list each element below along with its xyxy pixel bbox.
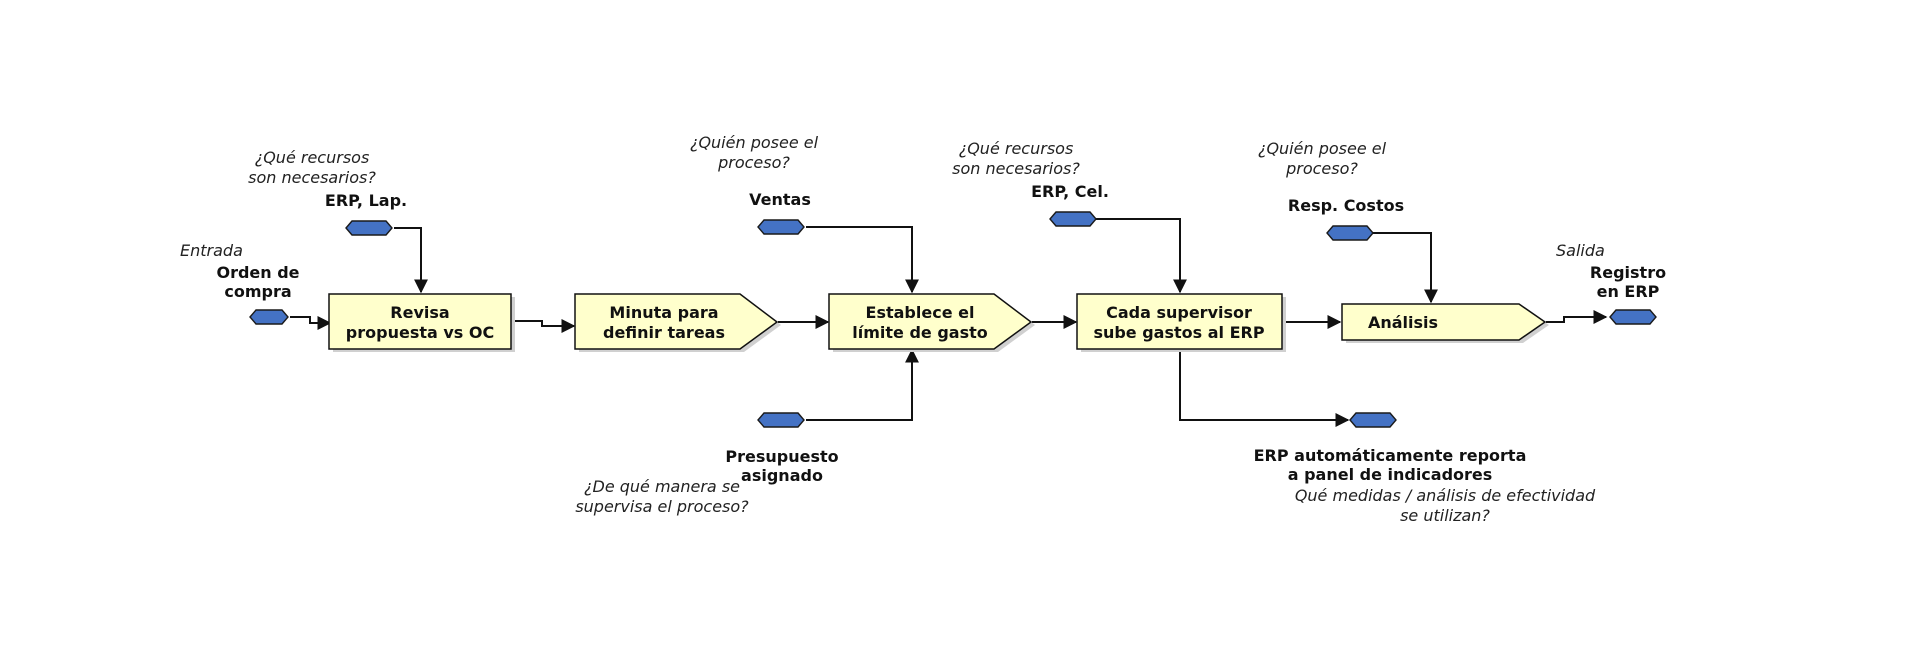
input-hex-icon bbox=[249, 309, 289, 325]
output-label-line-1: Registro bbox=[1590, 263, 1666, 282]
process-box-minuta: Minuta para definir tareas bbox=[574, 293, 781, 352]
connector-analisis-to-output bbox=[1546, 310, 1608, 324]
process-supervisor-line-2: sube gastos al ERP bbox=[1093, 323, 1264, 342]
connector-presupuesto-to-establece bbox=[806, 348, 919, 421]
supervision-label-line-1: Presupuesto bbox=[725, 447, 838, 466]
metrics-question-line-2: se utilizan? bbox=[1400, 506, 1490, 525]
supervision-hex-icon bbox=[757, 412, 805, 428]
resource-erp-cel-hex-icon bbox=[1049, 211, 1097, 227]
process-minuta-line-2: definir tareas bbox=[603, 323, 725, 342]
process-box-establece: Establece el límite de gasto bbox=[828, 293, 1035, 352]
resource-3-label: ERP, Cel. bbox=[1031, 182, 1109, 201]
supervision-question-line-2: supervisa el proceso? bbox=[575, 497, 749, 516]
metrics-label-line-2: a panel de indicadores bbox=[1288, 465, 1493, 484]
output-hex-icon bbox=[1609, 309, 1657, 325]
supervision-group: Presupuesto asignado ¿De qué manera se s… bbox=[575, 447, 838, 516]
connector-input-to-revisa bbox=[290, 316, 332, 330]
resource-2-question-line-1: ¿Quién posee el bbox=[690, 133, 819, 152]
resource-4-label: Resp. Costos bbox=[1288, 196, 1404, 215]
metrics-question-line-1: Qué medidas / análisis de efectividad bbox=[1295, 486, 1596, 505]
resource-ventas: ¿Quién posee el proceso? Ventas bbox=[690, 133, 819, 209]
process-box-revisa: Revisa propuesta vs OC bbox=[328, 293, 515, 352]
input-labels: Entrada Orden de compra bbox=[180, 241, 300, 301]
process-box-analisis: Análisis bbox=[1341, 303, 1549, 343]
resource-3-question-line-1: ¿Qué recursos bbox=[959, 139, 1074, 158]
resource-4-question-line-2: proceso? bbox=[1285, 159, 1358, 178]
resource-erp-cel: ¿Qué recursos son necesarios? ERP, Cel. bbox=[952, 139, 1109, 201]
metrics-group: ERP automáticamente reporta a panel de i… bbox=[1254, 446, 1596, 525]
output-caption: Salida bbox=[1556, 241, 1605, 260]
connector-supervisor-to-metrics bbox=[1179, 350, 1350, 427]
resource-1-question-line-2: son necesarios? bbox=[248, 168, 376, 187]
resource-erp-lap: ¿Qué recursos son necesarios? ERP, Lap. bbox=[248, 148, 407, 210]
process-boxes: Revisa propuesta vs OC Minuta para defin… bbox=[328, 293, 1549, 352]
connector-erp-cel-to-supervisor bbox=[1064, 218, 1187, 294]
resource-1-label: ERP, Lap. bbox=[325, 191, 407, 210]
process-revisa-line-2: propuesta vs OC bbox=[346, 323, 494, 342]
process-establece-line-2: límite de gasto bbox=[852, 323, 987, 342]
input-label-line-1: Orden de bbox=[216, 263, 299, 282]
resource-3-question-line-2: son necesarios? bbox=[952, 159, 1080, 178]
resource-4-question-line-1: ¿Quién posee el bbox=[1258, 139, 1387, 158]
connector-erp-lap-to-revisa bbox=[394, 227, 428, 294]
resource-resp-costos: ¿Quién posee el proceso? Resp. Costos bbox=[1258, 139, 1404, 215]
metrics-hex-icon bbox=[1349, 412, 1397, 428]
resource-2-question-line-2: proceso? bbox=[717, 153, 790, 172]
resource-ventas-hex-icon bbox=[757, 219, 805, 235]
output-labels: Salida Registro en ERP bbox=[1556, 241, 1666, 301]
process-box-supervisor: Cada supervisor sube gastos al ERP bbox=[1076, 293, 1286, 352]
metrics-label-line-1: ERP automáticamente reporta bbox=[1254, 446, 1527, 465]
resource-2-label: Ventas bbox=[749, 190, 811, 209]
resource-1-question-line-1: ¿Qué recursos bbox=[255, 148, 370, 167]
process-analisis-label: Análisis bbox=[1368, 313, 1438, 332]
connector-ventas-to-establece bbox=[806, 226, 919, 294]
input-label-line-2: compra bbox=[224, 282, 291, 301]
process-establece-line-1: Establece el bbox=[866, 303, 975, 322]
connector-revisa-to-minuta bbox=[512, 319, 576, 333]
connector-resp-costos-to-analisis bbox=[1334, 232, 1438, 304]
process-supervisor-line-1: Cada supervisor bbox=[1106, 303, 1252, 322]
process-minuta-line-1: Minuta para bbox=[609, 303, 718, 322]
resource-erp-lap-hex-icon bbox=[345, 220, 393, 236]
hex-markers bbox=[249, 211, 1657, 428]
supervision-question-line-1: ¿De qué manera se bbox=[584, 477, 740, 496]
resource-resp-costos-hex-icon bbox=[1326, 225, 1374, 241]
supervision-label-line-2: asignado bbox=[741, 466, 823, 485]
output-label-line-2: en ERP bbox=[1597, 282, 1660, 301]
input-caption: Entrada bbox=[180, 241, 243, 260]
process-revisa-line-1: Revisa bbox=[390, 303, 449, 322]
